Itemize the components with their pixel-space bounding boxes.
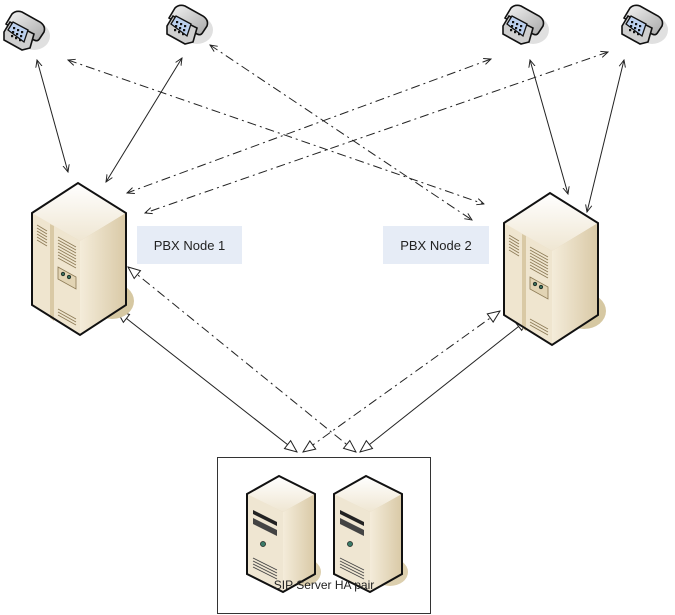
sip-group-label: SIP Server HA pair — [273, 578, 375, 592]
telephone-icon — [3, 10, 51, 51]
edge-pbx1-sip-solid — [117, 311, 297, 452]
pbx-node-2-server-icon — [503, 192, 607, 346]
edge-phone2-pbx2 — [210, 45, 472, 220]
edge-phone3-pbx1 — [127, 59, 491, 193]
sip-server-ha-group: SIP Server HA pair — [217, 457, 431, 614]
pbx-node-2-label: PBX Node 2 — [383, 226, 489, 264]
edge-pbx2-sip-solid — [360, 319, 528, 452]
edge-phone2-pbx1 — [106, 58, 182, 182]
pbx-node-1-server-icon — [31, 182, 135, 336]
edge-phone4-pbx1 — [145, 52, 608, 213]
edge-phone1-pbx2 — [68, 60, 484, 204]
telephone-icon — [502, 4, 550, 45]
edge-phone1-pbx1 — [37, 60, 68, 172]
pbx-node-2-label-text: PBX Node 2 — [400, 237, 472, 253]
edge-phone3-pbx2 — [530, 60, 568, 194]
pbx-node-1-label: PBX Node 1 — [137, 226, 242, 264]
edge-pbx1-sip-dashdot — [128, 267, 356, 452]
edge-phone4-pbx2 — [587, 60, 624, 212]
telephone-icon — [621, 4, 669, 45]
edge-pbx2-sip-dashdot — [303, 311, 500, 452]
pbx-node-1-label-text: PBX Node 1 — [153, 237, 226, 253]
telephone-icon — [166, 4, 214, 45]
